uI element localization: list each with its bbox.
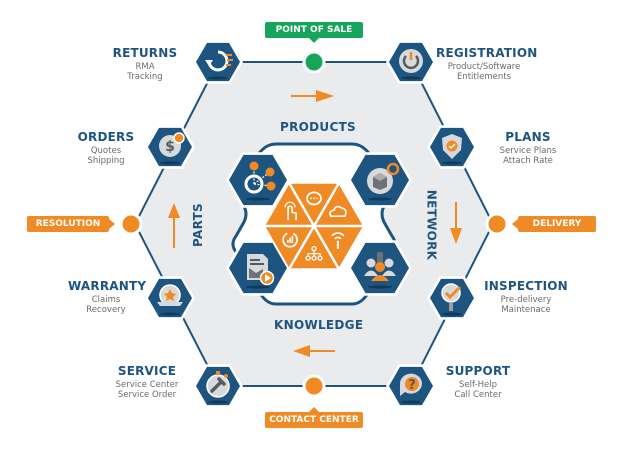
hierarchy-icon <box>305 245 323 261</box>
document-video-icon <box>247 254 275 286</box>
support-hex-node: ? <box>386 364 436 408</box>
center-segment <box>265 227 312 268</box>
people-group-icon <box>364 252 396 281</box>
node-subtitle: Attach Rate <box>503 155 553 166</box>
node-title: INSPECTION <box>484 279 568 293</box>
contact-center-badge-pointer <box>309 407 319 412</box>
node-service: SERVICE Service Center Service Order <box>112 364 182 400</box>
node-subtitle: Call Center <box>454 389 502 400</box>
node-title: WARRANTY <box>68 279 147 293</box>
inspection-hex-node <box>427 276 477 320</box>
center-segment <box>291 183 337 224</box>
steps-diagram-icon <box>244 161 276 194</box>
node-title: REGISTRATION <box>436 46 538 60</box>
plans-hex-node <box>427 125 477 169</box>
node-subtitle: Service Center <box>115 379 179 390</box>
center-segment <box>316 227 363 268</box>
inner-hex-node <box>348 152 412 208</box>
section-products: PRODUCTS <box>280 120 356 134</box>
node-registration: REGISTRATION Product/Software Entitlemen… <box>436 46 538 82</box>
chat-icon <box>306 191 322 206</box>
arrow-up-icon <box>168 203 180 248</box>
warranty-hex-node <box>145 276 195 320</box>
node-subtitle: RMA <box>135 61 155 72</box>
node-subtitle: Recovery <box>86 304 126 315</box>
node-subtitle: Maintenace <box>501 304 551 315</box>
section-knowledge: KNOWLEDGE <box>274 318 364 332</box>
center-segment <box>291 228 337 269</box>
inner-hex-node <box>226 240 290 296</box>
node-orders: ORDERS Quotes Shipping <box>72 130 140 166</box>
node-returns: RETURNS RMA Tracking <box>110 46 180 82</box>
node-subtitle: Service Plans <box>499 145 557 156</box>
node-support: SUPPORT Self-Help Call Center <box>442 364 514 400</box>
arrow-right-icon <box>291 90 334 102</box>
cloud-icon <box>329 205 347 217</box>
resolution-dot <box>119 212 143 236</box>
box-icon <box>367 162 400 194</box>
node-subtitle: Shipping <box>87 155 125 166</box>
node-subtitle: Entitlements <box>456 71 512 82</box>
contact-center-badge: CONTACT CENTER <box>265 412 363 428</box>
center-segment <box>265 184 312 225</box>
point-of-sale-badge-pointer <box>309 38 319 43</box>
node-subtitle: Quotes <box>90 145 122 156</box>
point-of-sale-dot <box>302 50 326 74</box>
node-subtitle: Product/Software <box>447 61 521 72</box>
node-subtitle: Claims <box>91 294 121 305</box>
node-title: SERVICE <box>117 364 177 378</box>
delivery-badge-pointer <box>512 219 518 229</box>
node-warranty: WARRANTY Claims Recovery <box>68 279 147 315</box>
resolution-badge: RESOLUTION <box>27 216 109 232</box>
inner-hex-node <box>226 152 290 208</box>
arrow-down-icon <box>450 202 462 244</box>
touch-icon <box>284 201 297 221</box>
magnifier-check-icon <box>441 283 462 311</box>
node-title: ORDERS <box>77 130 135 144</box>
wrench-stopwatch-icon <box>206 371 230 398</box>
question-bubble-icon: ? <box>400 373 422 396</box>
power-icon <box>399 49 423 73</box>
inner-hex-node <box>348 240 412 296</box>
refresh-icon <box>205 50 233 72</box>
dollar-coin-icon: $ <box>159 132 185 157</box>
registration-hex-node <box>386 40 436 84</box>
contact-center-dot <box>302 374 326 398</box>
svg-text:$: $ <box>165 139 175 155</box>
center-segment <box>316 184 363 225</box>
arrow-left-icon <box>293 345 335 357</box>
section-network: NETWORK <box>424 189 439 261</box>
node-title: RETURNS <box>112 46 178 60</box>
delivery-badge: DELIVERY <box>518 216 596 232</box>
orders-hex-node: $ <box>145 125 195 169</box>
node-subtitle: Tracking <box>127 71 163 82</box>
delivery-dot <box>485 212 509 236</box>
service-hex-node <box>193 364 243 408</box>
resolution-badge-pointer <box>109 219 115 229</box>
returns-hex-node <box>193 40 243 84</box>
node-plans-text: PLANS Service Plans Attach Rate <box>490 130 566 166</box>
node-title: PLANS <box>505 130 551 144</box>
analytics-icon <box>282 231 298 248</box>
point-of-sale-badge: POINT OF SALE <box>265 22 363 38</box>
node-subtitle: Service Order <box>117 389 177 400</box>
award-badge-icon <box>157 284 183 306</box>
section-parts: PARTS <box>191 202 206 248</box>
node-subtitle: Self-Help <box>459 379 497 390</box>
node-title: SUPPORT <box>445 364 511 378</box>
node-inspection: INSPECTION Pre-delivery Maintenace <box>484 279 568 315</box>
shield-check-icon <box>442 134 462 159</box>
svg-text:?: ? <box>408 378 416 393</box>
node-subtitle: Pre-delivery <box>500 294 552 305</box>
wifi-signal-icon <box>331 232 345 249</box>
